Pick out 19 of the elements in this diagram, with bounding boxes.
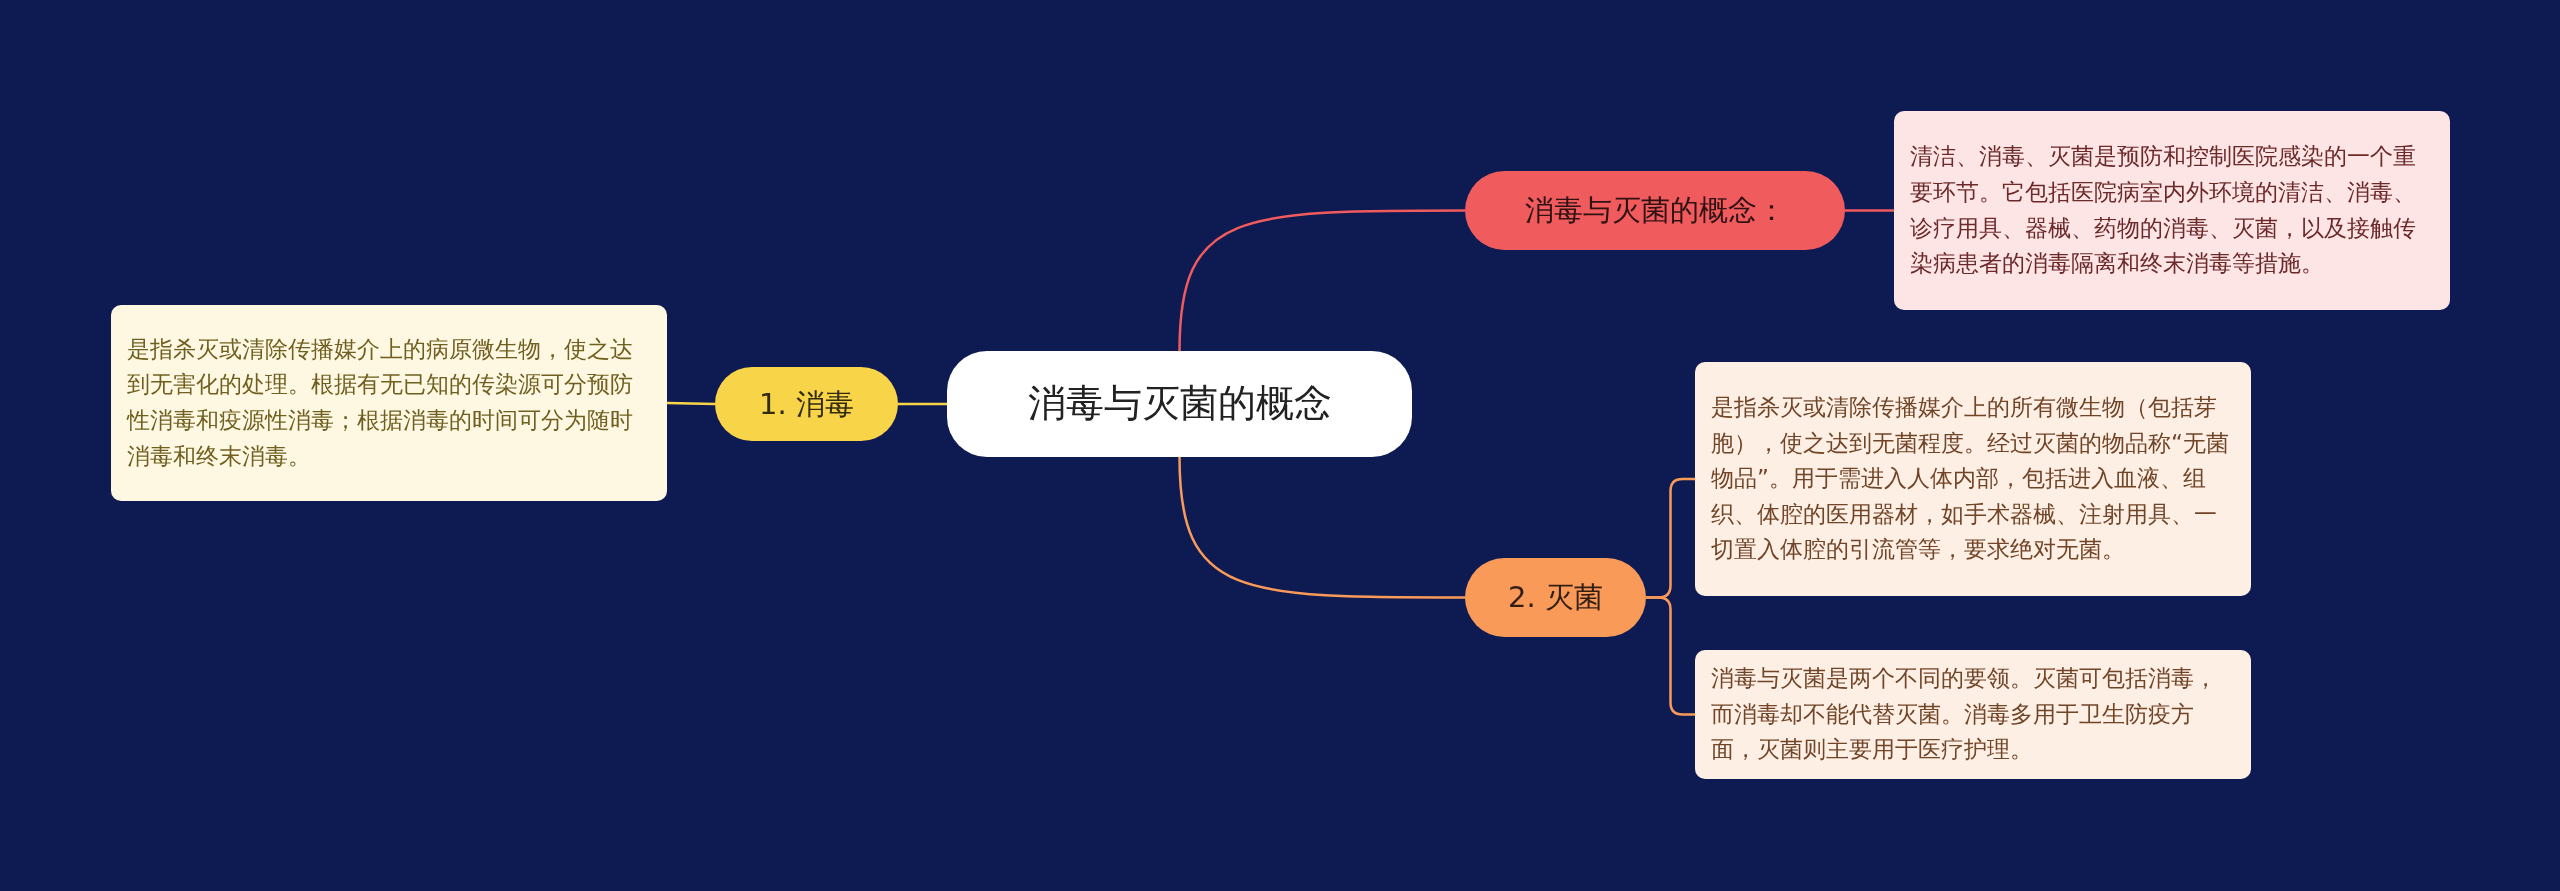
note-card [111,305,667,501]
central-topic-pill [947,351,1412,457]
branch-topic-text: 2. 灭菌 [1508,580,1603,615]
note-card [1894,111,2450,310]
connector-line [1178,209,1465,352]
connector-line [1178,456,1465,599]
note-text: 清洁、消毒、灭菌是预防和控制医院感染的一个重要环节。它包括医院病室内外环境的清洁、消毒、诊疗用具、器械、药物的消毒、灭菌，以及接触传染病患者的消毒隔离和终末消毒等措施。 [1910,142,2417,279]
note-text: 是指杀灭或清除传播媒介上的所有微生物（包括芽胞），使之达到无菌程度。经过灭菌的物品称“无菌物品”。用于需进入人体内部，包括进入血液、组织、体腔的医用器材，如手术器械、注射用具、一切置入体腔的引流管等，要求绝对无菌。 [1711,392,2230,565]
connector-line [898,402,947,406]
connector-line [1845,209,1894,212]
note-card [1695,650,2251,779]
connector-line [1646,596,1695,716]
central-topic-text: 消毒与灭菌的概念 [1027,381,1332,427]
branch-topic-text: 1. 消毒 [759,386,854,422]
note-text: 是指杀灭或清除传播媒介上的病原微生物，使之达到无害化的处理。根据有无已知的传染源可分预防性消毒和疫源性消毒；根据消毒的时间可分为随时消毒和终末消毒。 [127,334,634,471]
branch-topic-text: 消毒与灭菌的概念： [1524,193,1786,228]
note-text: 消毒与灭菌是两个不同的要领。灭菌可包括消毒，而消毒却不能代替灭菌。消毒多用于卫生防疫方面，灭菌则主要用于医疗护理。 [1711,664,2218,765]
note-card [1695,362,2251,596]
connector-line [666,401,716,406]
